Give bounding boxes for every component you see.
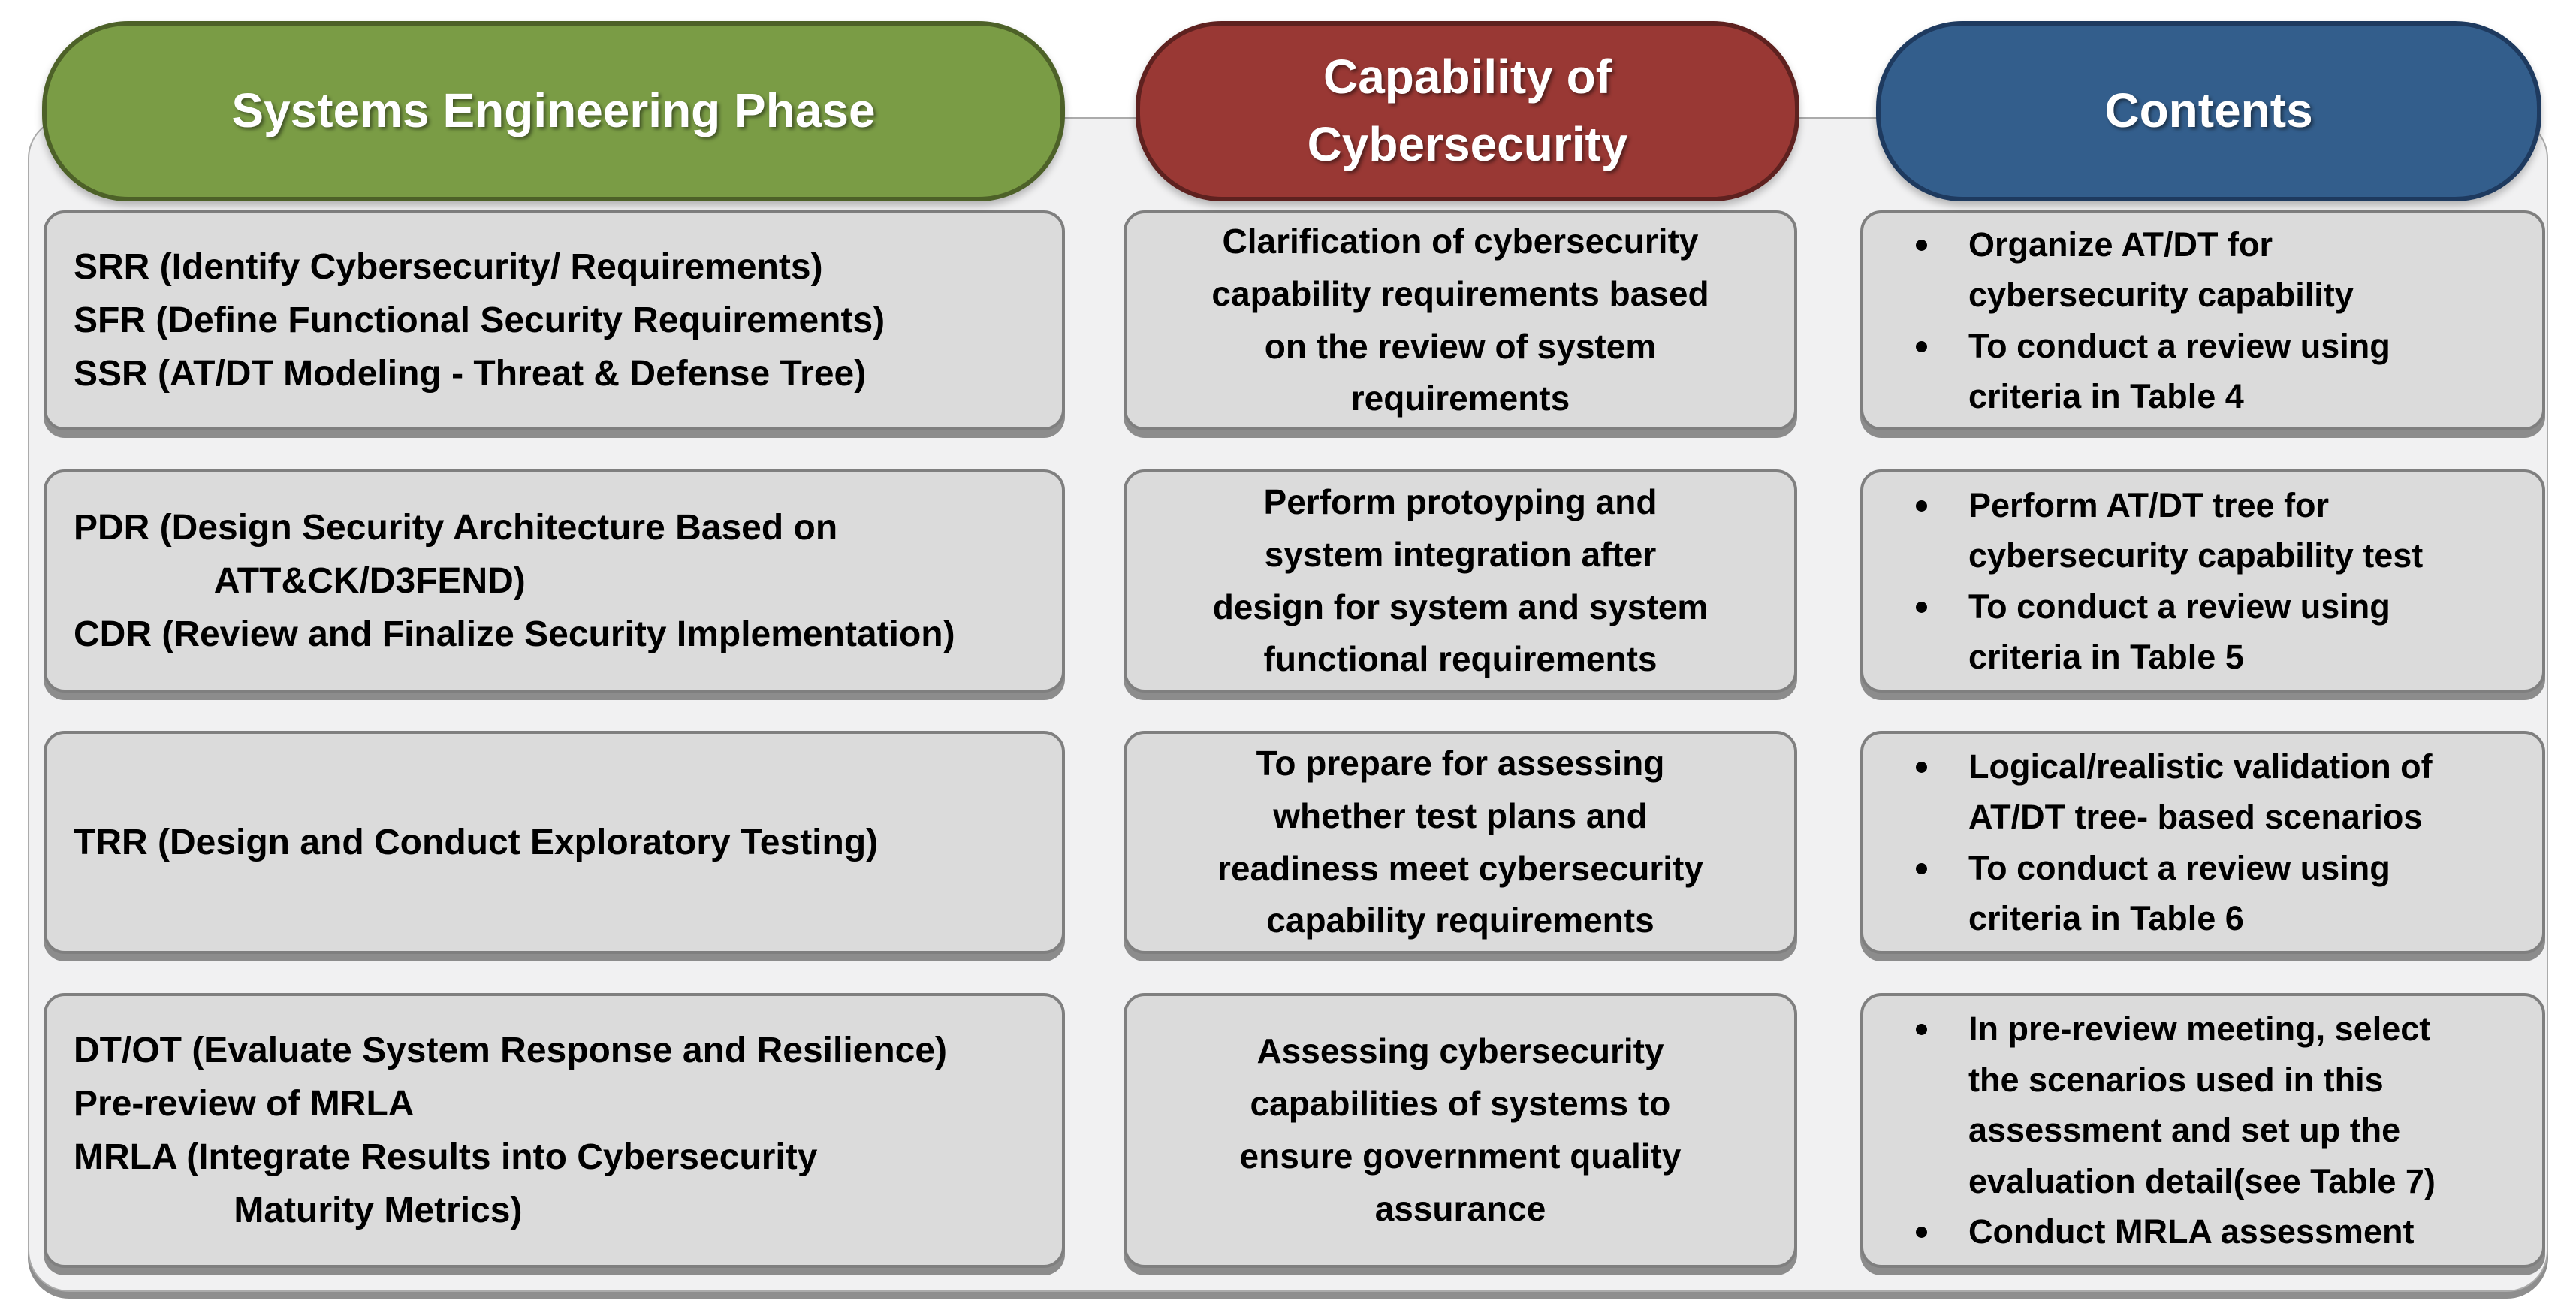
capability-cell-row4-text: Assessing cybersecurity capabilities of … [1239, 1031, 1682, 1228]
phase-cell-row4: DT/OT (Evaluate System Response and Resi… [44, 993, 1065, 1268]
bullet-item: To conduct a review using criteria in Ta… [1908, 843, 2433, 944]
header-pill-systems-engineering-phase: Systems Engineering Phase [42, 21, 1065, 201]
header-pill-contents: Contents [1876, 21, 2541, 201]
capability-cell-row1: Clarification of cybersecurity capabilit… [1124, 210, 1797, 430]
bullet-item: Perform AT/DT tree for cybersecurity cap… [1908, 480, 2423, 581]
phase-cell-row4-text: DT/OT (Evaluate System Response and Resi… [74, 1030, 948, 1231]
contents-cell-row3: Logical/realistic validation of AT/DT tr… [1860, 731, 2545, 954]
bullet-item: Logical/realistic validation of AT/DT tr… [1908, 741, 2433, 843]
phase-cell-row3: TRR (Design and Conduct Exploratory Test… [44, 731, 1065, 954]
bullet-item: To conduct a review using criteria in Ta… [1908, 581, 2423, 683]
contents-list-row2: Perform AT/DT tree for cybersecurity cap… [1908, 480, 2423, 683]
bullet-item: Conduct MRLA assessment [1908, 1206, 2436, 1257]
capability-cell-row3: To prepare for assessing whether test pl… [1124, 731, 1797, 954]
phase-cell-row1-text: SRR (Identify Cybersecurity/ Requirement… [74, 246, 885, 394]
capability-cell-row1-text: Clarification of cybersecurity capabilit… [1211, 221, 1709, 418]
phase-cell-row2: PDR (Design Security Architecture Based … [44, 469, 1065, 693]
phase-cell-row1: SRR (Identify Cybersecurity/ Requirement… [44, 210, 1065, 430]
capability-cell-row4: Assessing cybersecurity capabilities of … [1124, 993, 1797, 1268]
contents-list-row3: Logical/realistic validation of AT/DT tr… [1908, 741, 2433, 944]
contents-cell-row2: Perform AT/DT tree for cybersecurity cap… [1860, 469, 2545, 693]
contents-cell-row4: In pre-review meeting, select the scenar… [1860, 993, 2545, 1268]
header-pill-capability-of-cybersecurity: Capability of Cybersecurity [1136, 21, 1799, 201]
contents-list-row4: In pre-review meeting, select the scenar… [1908, 1004, 2436, 1257]
capability-cell-row3-text: To prepare for assessing whether test pl… [1217, 743, 1703, 940]
contents-cell-row1: Organize AT/DT for cybersecurity capabil… [1860, 210, 2545, 430]
phase-cell-row3-text: TRR (Design and Conduct Exploratory Test… [74, 822, 879, 862]
bullet-item: To conduct a review using criteria in Ta… [1908, 321, 2390, 422]
bullet-item: In pre-review meeting, select the scenar… [1908, 1004, 2436, 1206]
phase-cell-row2-text: PDR (Design Security Architecture Based … [74, 507, 955, 655]
bullet-item: Organize AT/DT for cybersecurity capabil… [1908, 219, 2390, 321]
capability-cell-row2: Perform protoyping and system integratio… [1124, 469, 1797, 693]
contents-list-row1: Organize AT/DT for cybersecurity capabil… [1908, 219, 2390, 422]
capability-cell-row2-text: Perform protoyping and system integratio… [1212, 481, 1709, 679]
